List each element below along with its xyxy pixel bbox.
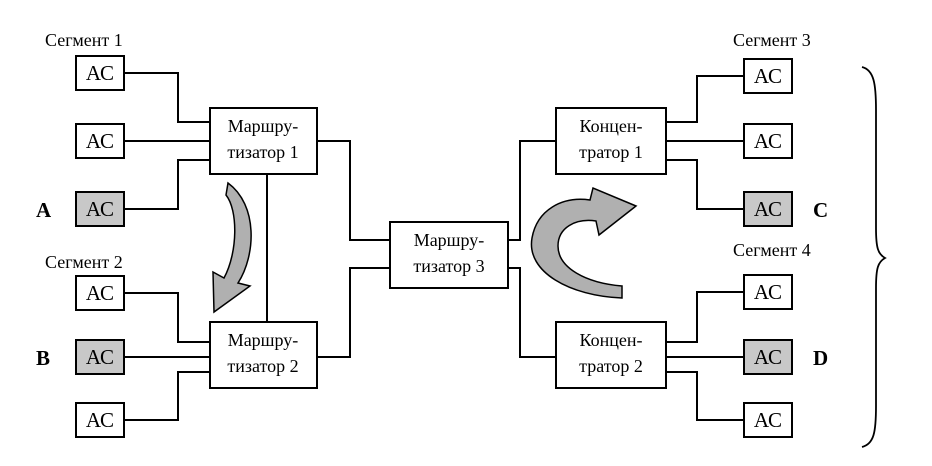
curved-arrow-up-right-icon xyxy=(530,186,638,299)
station-d-box: АС xyxy=(743,339,793,375)
segment-3-label: Сегмент 3 xyxy=(733,30,811,50)
hub-1-line1: Концен- xyxy=(580,116,643,136)
station-c-letter: C xyxy=(813,198,828,222)
station-a-box: АС xyxy=(75,191,125,227)
segment-4-label: Сегмент 4 xyxy=(733,240,811,260)
station-box: АС xyxy=(75,402,125,438)
router-2: Маршру- тизатор 2 xyxy=(209,321,318,389)
station-box: АС xyxy=(743,402,793,438)
hub-2: Концен- тратор 2 xyxy=(555,321,667,389)
router-1-line2: тизатор 1 xyxy=(227,142,298,162)
station-box: АС xyxy=(743,58,793,94)
segment-1-label: Сегмент 1 xyxy=(45,30,123,50)
station-label: АС xyxy=(754,280,782,304)
station-label: АС xyxy=(754,129,782,153)
station-label: АС xyxy=(754,408,782,432)
station-label: АС xyxy=(754,197,782,221)
station-label: АС xyxy=(86,345,114,369)
router-2-line2: тизатор 2 xyxy=(227,356,298,376)
station-box: АС xyxy=(75,275,125,311)
station-a-letter: A xyxy=(36,198,52,222)
station-box: АС xyxy=(743,274,793,310)
router-3: Маршру- тизатор 3 xyxy=(389,221,509,289)
station-label: АС xyxy=(754,345,782,369)
hub-1-line2: тратор 1 xyxy=(579,142,643,162)
hub-2-line1: Концен- xyxy=(580,330,643,350)
station-b-letter: B xyxy=(36,346,50,370)
segment-2-label: Сегмент 2 xyxy=(45,252,123,272)
station-label: АС xyxy=(86,281,114,305)
router-3-line1: Маршру- xyxy=(414,230,485,250)
curved-arrow-down-icon xyxy=(212,181,252,314)
hub-1: Концен- тратор 1 xyxy=(555,107,667,175)
station-box: АС xyxy=(743,123,793,159)
station-box: АС xyxy=(75,55,125,91)
station-label: АС xyxy=(86,197,114,221)
router-1: Маршру- тизатор 1 xyxy=(209,107,318,175)
station-label: АС xyxy=(86,129,114,153)
connection-lines xyxy=(124,72,744,421)
station-d-letter: D xyxy=(813,346,828,370)
router-1-line1: Маршру- xyxy=(228,116,299,136)
router-3-line2: тизатор 3 xyxy=(413,256,484,276)
right-brace xyxy=(861,66,887,448)
hub-2-line2: тратор 2 xyxy=(579,356,643,376)
station-label: АС xyxy=(754,64,782,88)
router-2-line1: Маршру- xyxy=(228,330,299,350)
station-c-box: АС xyxy=(743,191,793,227)
station-b-box: АС xyxy=(75,339,125,375)
station-label: АС xyxy=(86,408,114,432)
station-box: АС xyxy=(75,123,125,159)
station-label: АС xyxy=(86,61,114,85)
